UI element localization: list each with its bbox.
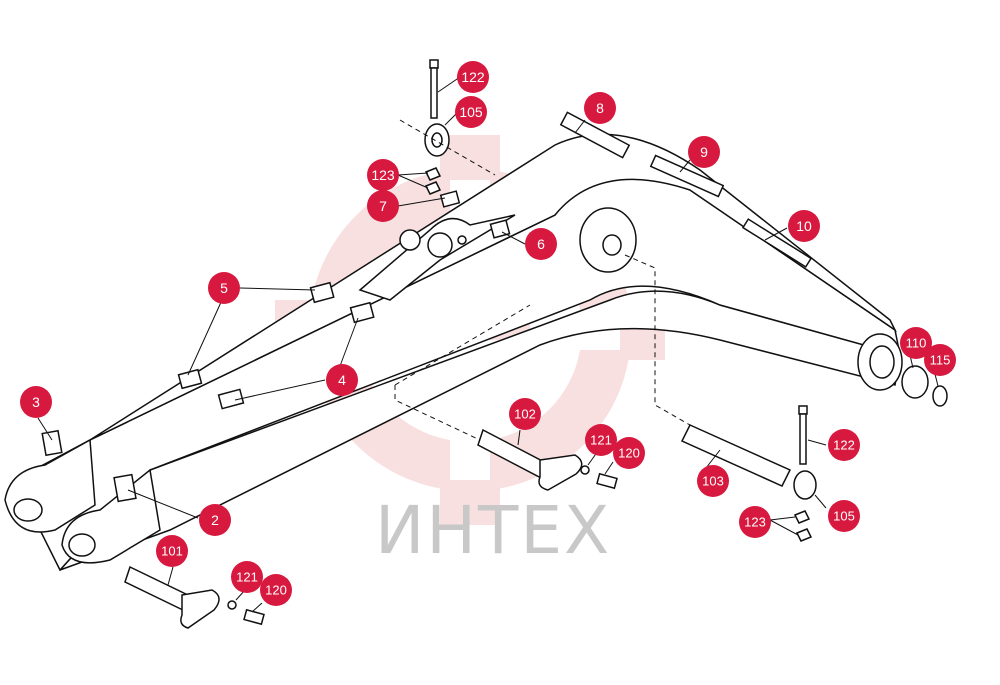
- nut-123-top-a: [424, 167, 442, 181]
- bolt-120-mid: [596, 472, 618, 490]
- svg-text:2: 2: [211, 512, 219, 528]
- wear-plate-4a: [349, 301, 375, 324]
- svg-text:121: 121: [236, 570, 258, 585]
- svg-text:120: 120: [265, 583, 287, 598]
- bolt-shaft-122-top: [430, 67, 438, 119]
- svg-text:120: 120: [618, 446, 640, 461]
- svg-text:8: 8: [596, 100, 604, 116]
- callout-115: 115: [924, 344, 956, 376]
- leader-lines: [37, 76, 939, 613]
- svg-text:9: 9: [700, 144, 708, 160]
- svg-text:4: 4: [338, 372, 346, 388]
- svg-text:122: 122: [833, 438, 855, 453]
- svg-text:10: 10: [796, 218, 812, 234]
- svg-text:115: 115: [930, 353, 951, 368]
- callout-123-right: 123: [739, 506, 771, 538]
- wear-plate-2: [113, 473, 137, 503]
- callouts: 122 105 123 7 8 9 10 6 5 4 3 2 101 121 1…: [20, 61, 956, 606]
- callout-123-top: 123: [367, 159, 399, 191]
- svg-text:103: 103: [702, 474, 724, 489]
- wear-plate-6: [489, 219, 511, 239]
- svg-text:122: 122: [461, 69, 485, 85]
- nut-123-right-a: [793, 510, 811, 524]
- callout-101: 101: [156, 535, 188, 567]
- strip-9: [649, 154, 725, 198]
- callout-6: 6: [525, 228, 557, 260]
- callout-4: 4: [326, 364, 358, 396]
- wear-plate-5a: [309, 281, 335, 304]
- callout-8: 8: [584, 92, 616, 124]
- bolt-head-122-right: [798, 405, 808, 415]
- bushing-110: [901, 365, 929, 399]
- bolt-shaft-122-right: [799, 413, 807, 465]
- callout-5: 5: [208, 272, 240, 304]
- bushing-assembly: [901, 365, 948, 407]
- callout-120-left: 120: [260, 574, 292, 606]
- watermark-text: ИНТЕХ: [375, 492, 611, 569]
- svg-text:6: 6: [537, 236, 545, 252]
- svg-text:7: 7: [379, 198, 387, 214]
- callout-122-right: 122: [828, 429, 860, 461]
- svg-text:105: 105: [833, 509, 855, 524]
- callout-121-left: 121: [231, 561, 263, 593]
- pin-103: [680, 424, 792, 487]
- strip-10: [741, 218, 813, 268]
- bolt-120-left: [243, 608, 265, 626]
- wear-plate-4b: [217, 388, 245, 410]
- washer-121-mid: [580, 465, 590, 475]
- callout-105-right: 105: [828, 500, 860, 532]
- svg-text:5: 5: [220, 280, 228, 296]
- wear-plate-5b: [177, 368, 203, 390]
- svg-text:121: 121: [590, 433, 612, 448]
- callout-2: 2: [199, 504, 231, 536]
- bolt-head-122-top: [429, 59, 439, 69]
- svg-text:123: 123: [371, 167, 395, 183]
- wear-plate-7: [439, 190, 461, 208]
- callout-110: 110: [900, 327, 932, 359]
- washer-105-right: [793, 470, 817, 500]
- pin-103-assembly: [624, 254, 817, 542]
- wear-plate-3: [41, 429, 63, 457]
- svg-text:101: 101: [161, 544, 183, 559]
- callout-121-mid: 121: [585, 424, 617, 456]
- callout-7: 7: [367, 190, 399, 222]
- callout-105-top: 105: [455, 96, 487, 128]
- washer-121-left: [227, 600, 237, 610]
- callout-103: 103: [697, 465, 729, 497]
- nut-123-top-b: [424, 181, 442, 195]
- callout-3: 3: [20, 386, 52, 418]
- pin-101-assembly: [124, 565, 265, 629]
- svg-text:123: 123: [744, 515, 766, 530]
- top-bolt-assembly: [399, 59, 496, 195]
- washer-105-top: [424, 123, 450, 157]
- seal-115: [932, 385, 948, 407]
- svg-text:102: 102: [514, 407, 536, 422]
- strip-8: [559, 111, 631, 159]
- svg-text:105: 105: [459, 104, 483, 120]
- wear-plates: [41, 111, 813, 503]
- svg-text:110: 110: [906, 336, 927, 351]
- callout-102: 102: [509, 398, 541, 430]
- callout-9: 9: [688, 136, 720, 168]
- svg-text:3: 3: [32, 394, 40, 410]
- callout-10: 10: [788, 210, 820, 242]
- callout-120-mid: 120: [613, 437, 645, 469]
- nut-123-right-b: [795, 528, 813, 542]
- pin-102-assembly: [394, 304, 618, 491]
- callout-122-top: 122: [457, 61, 489, 93]
